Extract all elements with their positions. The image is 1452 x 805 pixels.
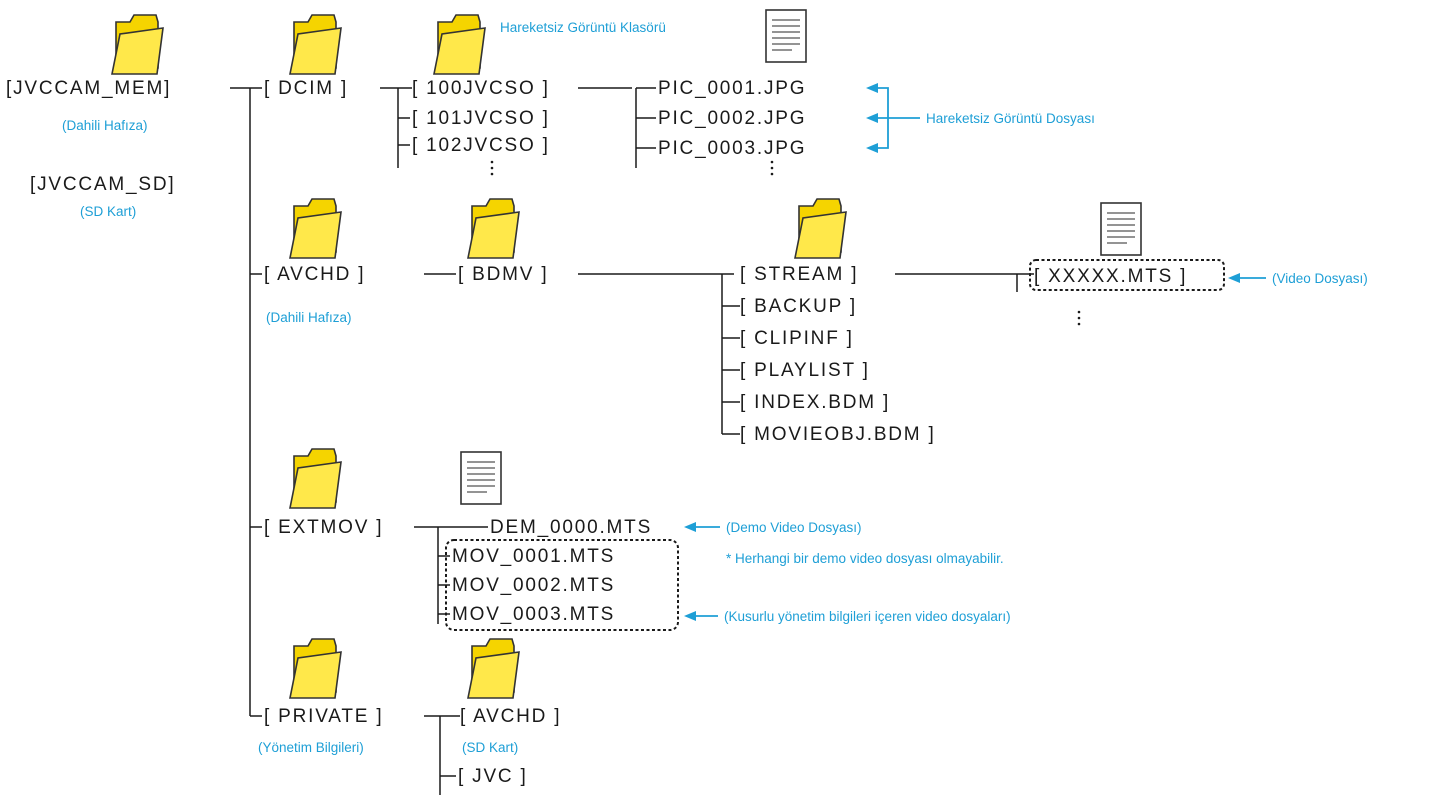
folder-icon	[289, 14, 342, 75]
folder-playlist: [ PLAYLIST ]	[740, 360, 870, 381]
annotation-arrows	[684, 83, 1266, 621]
folder-100jvcso: [ 100JVCSO ]	[412, 78, 550, 99]
tree-lines	[230, 87, 1034, 795]
folder-avchd: [ AVCHD ]	[264, 264, 365, 285]
file-icon	[460, 451, 502, 505]
root-jvccam-sd: [JVCCAM_SD]	[30, 174, 175, 195]
folder-bdmv: [ BDMV ]	[458, 264, 548, 285]
note-faulty-videos: (Kusurlu yönetim bilgileri içeren video …	[724, 609, 1011, 624]
file-movieobj-bdm: [ MOVIEOBJ.BDM ]	[740, 424, 936, 445]
file-pic-0001: PIC_0001.JPG	[658, 78, 806, 99]
folder-icon	[433, 14, 486, 75]
file-xxxxx-mts: [ XXXXX.MTS ]	[1034, 266, 1187, 287]
root-jvccam-mem: [JVCCAM_MEM]	[6, 78, 171, 99]
folder-101jvcso: [ 101JVCSO ]	[412, 108, 550, 129]
folder-private: [ PRIVATE ]	[264, 706, 383, 727]
folder-102jvcso: [ 102JVCSO ]	[412, 135, 550, 156]
folder-stream: [ STREAM ]	[740, 264, 858, 285]
folder-extmov: [ EXTMOV ]	[264, 517, 383, 538]
folder-icon	[467, 198, 520, 259]
file-mov-0001: MOV_0001.MTS	[452, 546, 615, 567]
file-mov-0002: MOV_0002.MTS	[452, 575, 615, 596]
file-pic-0002: PIC_0002.JPG	[658, 108, 806, 129]
video-file-highlight	[1029, 259, 1225, 291]
note-sd-kart-avchd: (SD Kart)	[462, 740, 518, 755]
note-demo-disclaimer: * Herhangi bir demo video dosyası olmaya…	[726, 551, 1004, 566]
note-management-info: (Yönetim Bilgileri)	[258, 740, 364, 755]
note-dahili-hafiza-avchd: (Dahili Hafıza)	[266, 310, 352, 325]
file-mov-0003: MOV_0003.MTS	[452, 604, 615, 625]
note-sd-kart: (SD Kart)	[80, 204, 136, 219]
folder-icon	[289, 448, 342, 509]
note-still-files: Hareketsiz Görüntü Dosyası	[926, 111, 1095, 126]
folder-clipinf: [ CLIPINF ]	[740, 328, 854, 349]
folder-private-avchd: [ AVCHD ]	[460, 706, 561, 727]
folder-backup: [ BACKUP ]	[740, 296, 857, 317]
file-icon	[765, 9, 807, 63]
note-still-folder: Hareketsiz Görüntü Klasörü	[500, 20, 666, 35]
folder-icon	[289, 198, 342, 259]
faulty-videos-highlight	[445, 539, 679, 631]
folder-icon	[289, 638, 342, 699]
note-video-file: (Video Dosyası)	[1272, 271, 1368, 286]
file-icon	[1100, 202, 1142, 256]
folder-dcim: [ DCIM ]	[264, 78, 348, 99]
folder-icon	[111, 14, 164, 75]
file-dem-0000: DEM_0000.MTS	[490, 517, 652, 538]
continuation-dots	[490, 160, 1081, 326]
folder-icon	[794, 198, 847, 259]
note-demo-video: (Demo Video Dosyası)	[726, 520, 862, 535]
folder-icon	[467, 638, 520, 699]
note-dahili-hafiza: (Dahili Hafıza)	[62, 118, 148, 133]
file-index-bdm: [ INDEX.BDM ]	[740, 392, 890, 413]
folder-jvc: [ JVC ]	[458, 766, 528, 787]
file-pic-0003: PIC_0003.JPG	[658, 138, 806, 159]
